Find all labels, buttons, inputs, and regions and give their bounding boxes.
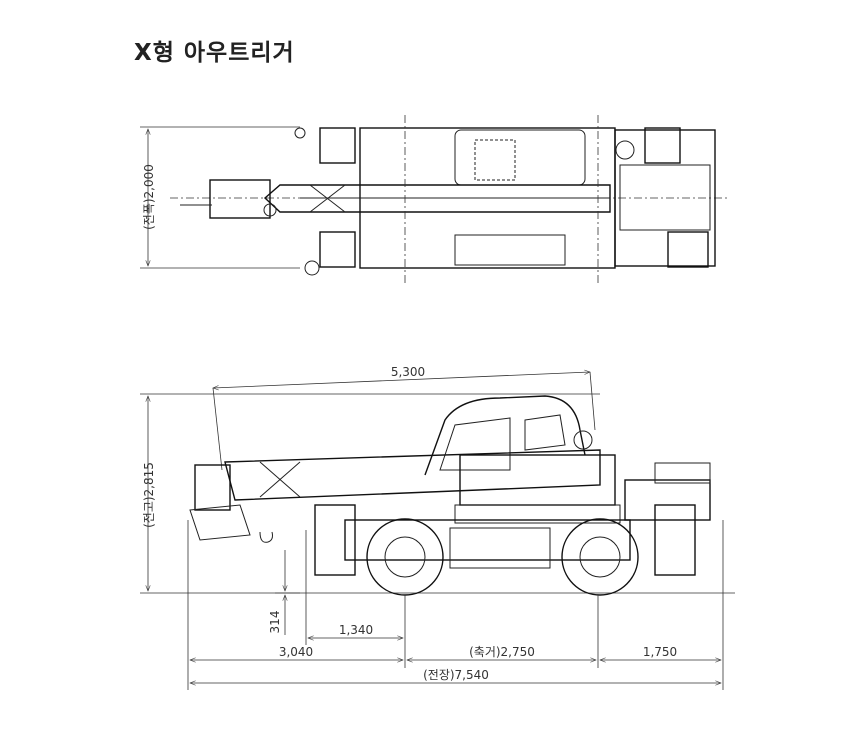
- side-view: (전고)2,815 5,300: [140, 365, 735, 690]
- front-inner-dim-label: 1,340: [339, 623, 373, 637]
- height-dim-label: (전고)2,815: [142, 462, 156, 528]
- boom-dim-line: [212, 369, 591, 391]
- top-view: (전폭)2,000: [140, 115, 730, 285]
- boom-dim-label: 5,300: [391, 365, 425, 379]
- front-overhang-dim-label: 3,040: [279, 645, 313, 659]
- rear-overhang-dim-label: 1,750: [643, 645, 677, 659]
- wheelbase-dim-label: (축거)2,750: [469, 645, 535, 659]
- page-title: X형 아우트리거: [134, 40, 295, 66]
- front-wheel: [366, 518, 444, 596]
- ground-clearance-label: 314: [268, 611, 282, 634]
- width-dim-label: (전폭)2,000: [142, 164, 156, 230]
- overall-length-dim-label: (전장)7,540: [423, 668, 489, 682]
- rear-wheel: [561, 518, 639, 596]
